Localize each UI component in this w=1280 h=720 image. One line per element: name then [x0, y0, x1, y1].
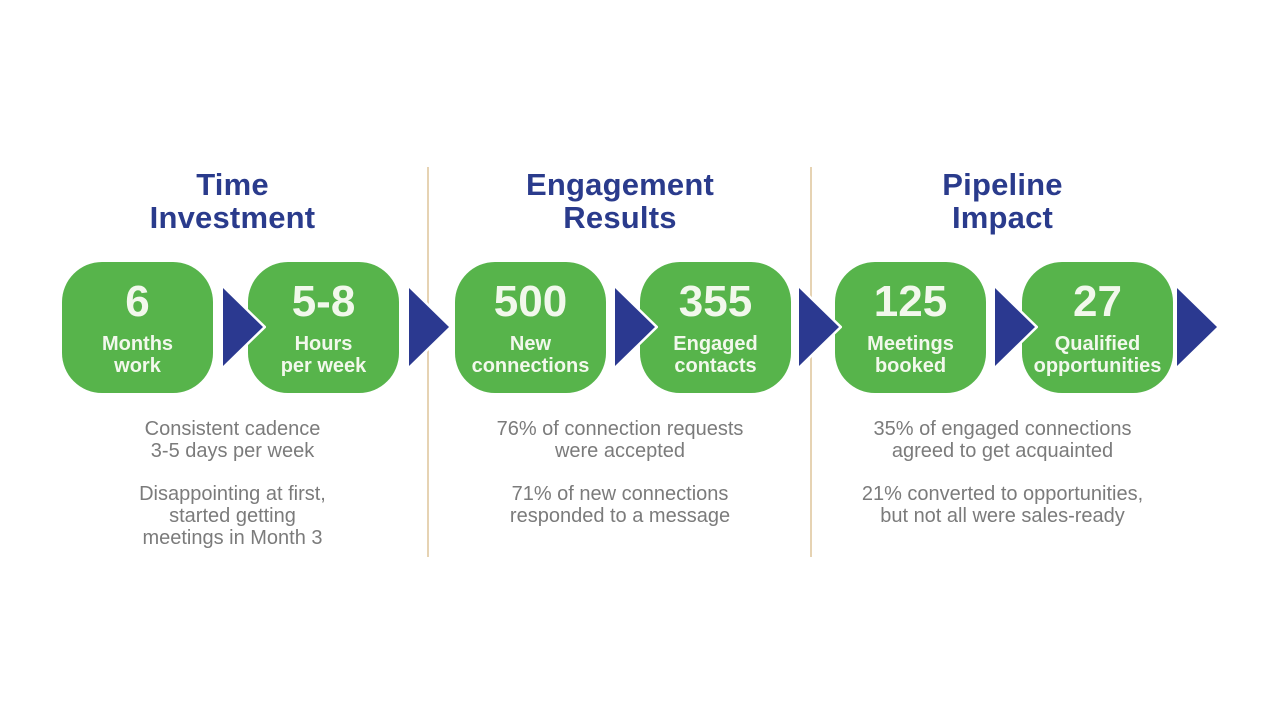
section-divider	[427, 167, 429, 557]
arrow-right-icon	[1174, 283, 1220, 371]
step-label: Months work	[101, 333, 174, 377]
step-value: 125	[873, 277, 948, 326]
section-header-time-investment: Time Investment	[149, 167, 316, 235]
notes-time-investment: Consistent cadence 3-5 days per week Dis…	[40, 418, 425, 570]
step-value: 6	[125, 277, 150, 326]
arrow-right-icon	[220, 283, 266, 371]
notes-engagement-results: 76% of connection requests were accepted…	[435, 418, 805, 548]
step-box-hours-per-week: 5-8 Hours per week	[248, 262, 399, 393]
step-label: New connections	[471, 333, 590, 377]
step-box-meetings-booked: 125 Meetings booked	[835, 262, 986, 393]
section-divider	[810, 167, 812, 557]
note-text: 21% converted to opportunities, but not …	[861, 483, 1144, 527]
step-box-engaged-contacts: 355 Engaged contacts	[640, 262, 791, 393]
note-text: 71% of new connections responded to a me…	[509, 483, 731, 527]
notes-pipeline-impact: 35% of engaged connections agreed to get…	[820, 418, 1185, 548]
step-box-qualified-opportunities: 27 Qualified opportunities	[1022, 262, 1173, 393]
step-value: 500	[493, 277, 568, 326]
section-header-pipeline-impact: Pipeline Impact	[942, 167, 1063, 235]
step-value: 27	[1073, 277, 1122, 326]
step-value: 5-8	[291, 277, 356, 326]
step-value: 355	[678, 277, 753, 326]
step-label: Qualified opportunities	[1033, 333, 1162, 377]
note-text: 76% of connection requests were accepted	[496, 418, 744, 462]
step-box-months-work: 6 Months work	[62, 262, 213, 393]
arrow-right-icon	[612, 283, 658, 371]
arrow-right-icon	[406, 283, 452, 371]
note-text: Consistent cadence 3-5 days per week	[144, 418, 321, 462]
note-text: 35% of engaged connections agreed to get…	[873, 418, 1132, 462]
step-label: Meetings booked	[867, 333, 954, 377]
section-header-engagement-results: Engagement Results	[525, 167, 715, 235]
step-label: Hours per week	[280, 333, 367, 377]
step-box-new-connections: 500 New connections	[455, 262, 606, 393]
arrow-right-icon	[992, 283, 1038, 371]
step-label: Engaged contacts	[673, 333, 758, 377]
note-text: Disappointing at first, started getting …	[139, 483, 326, 549]
arrow-right-icon	[796, 283, 842, 371]
